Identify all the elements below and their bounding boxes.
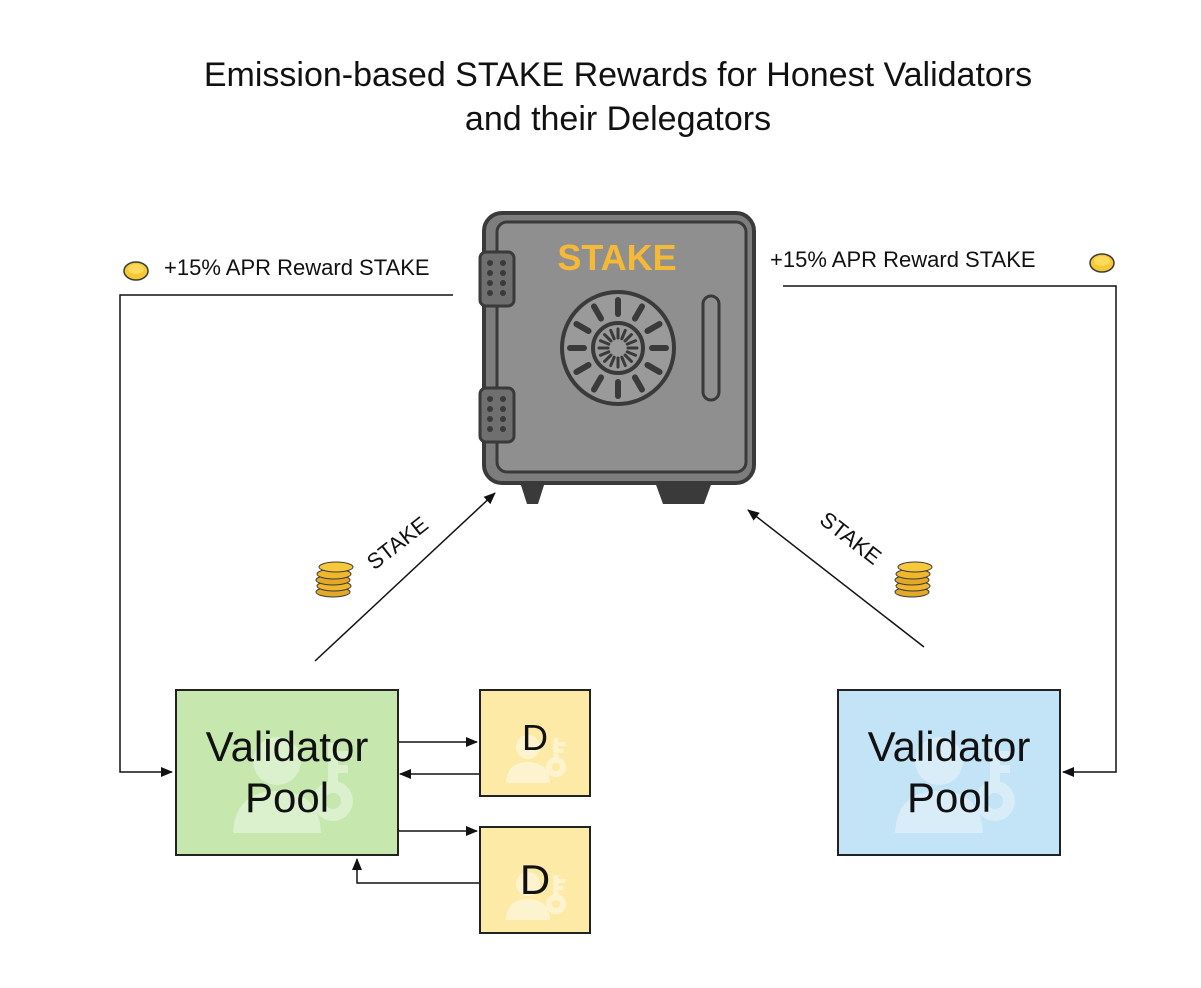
stake-arrow-right — [747, 509, 925, 648]
dial-inner-tick — [609, 355, 616, 368]
dial-tick — [644, 362, 663, 375]
dial-inner-tick — [603, 353, 613, 363]
stake-arrow-left — [314, 492, 496, 662]
title-line-1: Emission-based STAKE Rewards for Honest … — [203, 56, 1033, 94]
dial-inner-tick — [623, 333, 633, 343]
dial-tick — [591, 374, 604, 393]
coin-icon — [123, 261, 149, 281]
user-key-icon — [506, 872, 566, 920]
reward-line-left — [119, 294, 453, 777]
stake-arrow-label-left: STAKE — [362, 512, 433, 575]
dial-inner-tick — [623, 353, 633, 363]
dial-inner-tick — [609, 328, 616, 341]
safe-label: STAKE — [557, 237, 676, 278]
delegator-box-2: D — [479, 826, 591, 934]
dial-inner-tick — [598, 339, 611, 346]
user-key-icon — [233, 737, 353, 833]
coin-stack-icon — [894, 561, 933, 598]
dial-tick — [591, 303, 604, 322]
delegator-box-1: D — [479, 689, 591, 797]
coin-icon — [1089, 253, 1115, 273]
delegator-label-2: D — [519, 855, 551, 903]
dial-inner-tick — [625, 350, 638, 357]
dial-tick — [644, 321, 663, 334]
validator-pool-left-line1: Validator — [205, 723, 369, 771]
dial-tick — [632, 374, 645, 393]
dial-inner-tick — [625, 339, 638, 346]
user-key-icon — [506, 735, 566, 783]
delegator-label-1: D — [522, 717, 548, 759]
validator-pool-left: Validator Pool — [175, 689, 399, 856]
safe-icon — [478, 211, 756, 504]
reward-label-right: +15% APR Reward STAKE — [770, 247, 1036, 272]
dial-inner-tick — [620, 355, 627, 368]
stake-arrow-label-right: STAKE — [815, 507, 886, 570]
connector-delegator-2-to-pool — [352, 858, 479, 884]
reward-line-right — [783, 285, 1117, 777]
validator-pool-right-line2: Pool — [906, 773, 992, 821]
user-key-icon — [895, 737, 1015, 833]
validator-pool-right: Validator Pool — [837, 689, 1061, 856]
dial-inner-tick — [603, 333, 613, 343]
validator-pool-left-line2: Pool — [244, 773, 330, 821]
dial-inner-tick — [598, 350, 611, 357]
dial-tick — [632, 303, 645, 322]
validator-pool-right-line1: Validator — [867, 723, 1031, 771]
dial-inner-tick — [620, 328, 627, 341]
coin-stack-icon — [315, 561, 354, 598]
dial-tick — [573, 362, 592, 375]
reward-label-left: +15% APR Reward STAKE — [164, 255, 430, 280]
dial-tick — [573, 321, 592, 334]
title-line-2: and their Delegators — [464, 100, 772, 138]
